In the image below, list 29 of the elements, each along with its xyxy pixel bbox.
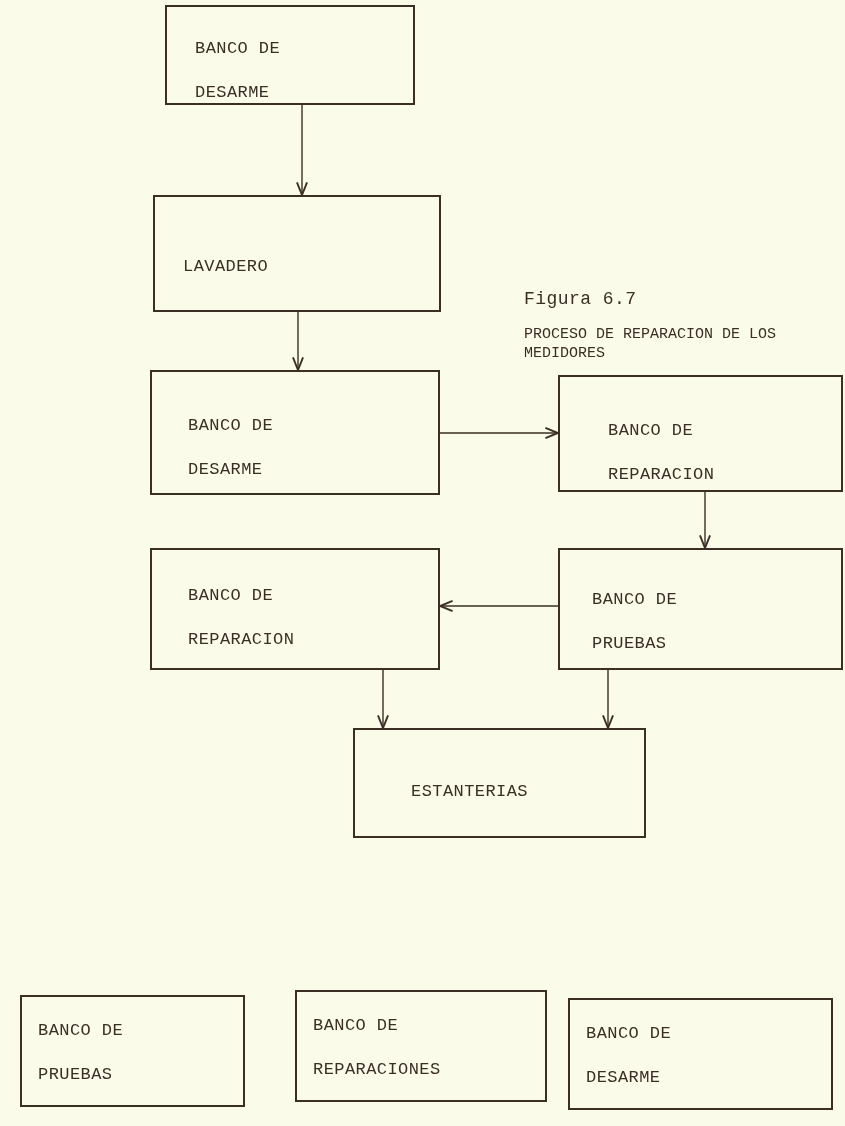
box-label: LAVADERO — [183, 256, 269, 278]
box-label: ESTANTERIAS — [411, 781, 529, 803]
figure-caption: PROCESO DE REPARACION DE LOS MEDIDORES — [524, 326, 778, 364]
process-box — [153, 195, 441, 312]
figure-title: Figura 6.7 — [524, 288, 637, 311]
process-box — [558, 548, 843, 670]
box-label: BANCO DE REPARACION — [188, 585, 296, 652]
box-label: BANCO DE DESARME — [195, 38, 281, 105]
arrow — [602, 669, 614, 729]
box-label: BANCO DE PRUEBAS — [592, 589, 678, 656]
arrow — [699, 491, 711, 549]
box-label: BANCO DE DESARME — [188, 415, 274, 482]
arrow — [439, 600, 559, 612]
process-box — [353, 728, 646, 838]
arrow — [292, 311, 304, 371]
process-box — [20, 995, 245, 1107]
process-box — [558, 375, 843, 492]
process-box — [295, 990, 547, 1102]
box-label: BANCO DE REPARACION — [608, 420, 716, 487]
arrow — [439, 427, 559, 439]
arrow — [377, 669, 389, 729]
arrow — [296, 104, 308, 196]
process-box — [165, 5, 415, 105]
box-label: BANCO DE REPARACIONES — [313, 1015, 442, 1082]
box-label: BANCO DE DESARME — [586, 1023, 672, 1090]
process-box — [150, 370, 440, 495]
process-box — [568, 998, 833, 1110]
box-label: BANCO DE PRUEBAS — [38, 1020, 124, 1087]
process-box — [150, 548, 440, 670]
